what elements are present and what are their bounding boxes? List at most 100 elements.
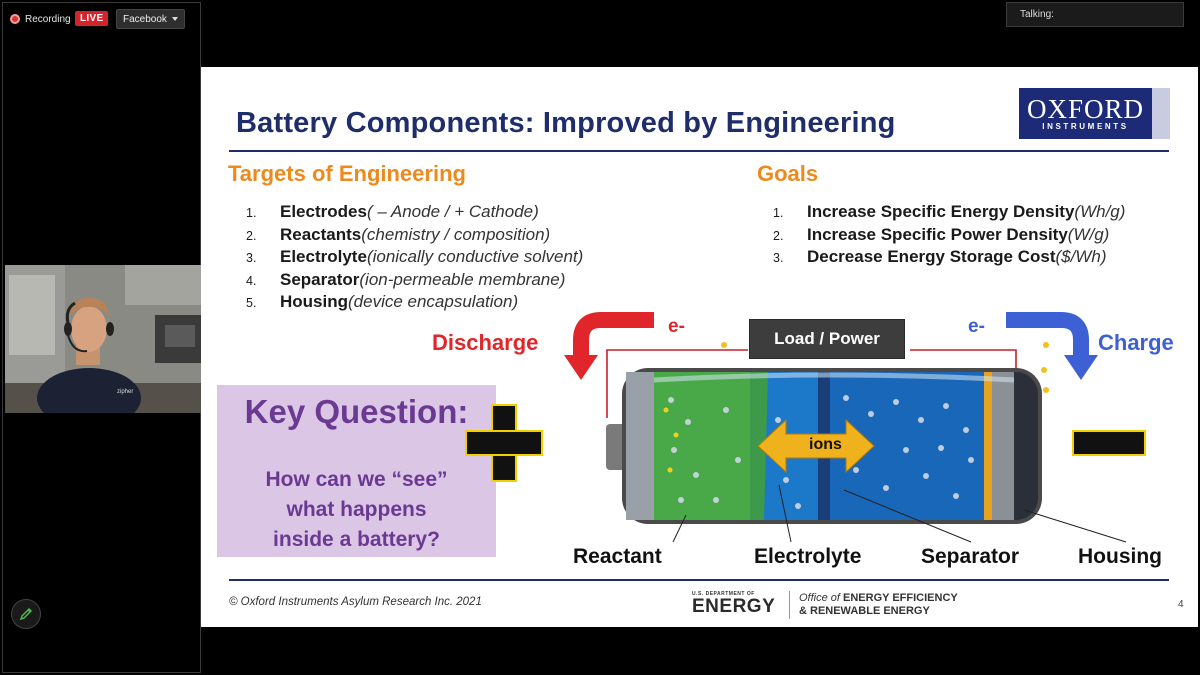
page-number: 4 (1178, 599, 1184, 610)
doe-logo-small-text: U.S. DEPARTMENT OF (692, 591, 755, 597)
oxford-instruments-logo: OXFORD INSTRUMENTS (1019, 88, 1170, 139)
item-number: 4. (246, 273, 257, 288)
item-italic-text: (device encapsulation) (348, 292, 519, 311)
doe-logo-big-text: ENERGY (692, 596, 776, 617)
leader-line (1023, 509, 1127, 543)
doe-logo: U.S. DEPARTMENT OF ENERGY (692, 591, 782, 619)
key-question-title: Key Question: (244, 393, 469, 430)
item-italic-text: (ion-permeable membrane) (359, 269, 566, 289)
minus-icon (1072, 430, 1146, 456)
recording-label: Recording (25, 13, 71, 25)
item-italic-text: (chemistry / composition) (361, 224, 551, 244)
annotate-pen-button[interactable] (11, 599, 41, 629)
eere-office: Office of (799, 592, 840, 604)
chevron-down-icon (171, 17, 178, 21)
item-italic-text: (W/g) (1067, 224, 1110, 244)
key-question-line: inside a battery? (273, 528, 440, 551)
item-bold-text: Electrodes (280, 202, 367, 221)
electron-dot (1041, 367, 1047, 373)
key-question-box: Key Question: How can we “see” what happ… (217, 385, 496, 557)
item-bold-text: Increase Specific Energy Density (807, 202, 1075, 221)
item-number: 2. (773, 228, 784, 243)
list-item: 5. Housing (device encapsulation) (246, 292, 583, 315)
item-number: 3. (246, 251, 257, 265)
charge-label: Charge (1098, 330, 1174, 355)
participant-sidebar: Recording LIVE Facebook zipher (2, 2, 202, 673)
item-italic-text: ($/Wh) (1055, 247, 1107, 266)
talking-indicator: Talking: (1006, 2, 1184, 27)
live-badge: LIVE (75, 11, 109, 26)
list-item: 3. Electrolyte (ionically conductive solv… (246, 247, 583, 270)
logo-stripe (1152, 88, 1170, 139)
reactant-label: Reactant (573, 545, 662, 568)
leader-line (778, 484, 792, 543)
item-italic-text: (Wh/g) (1074, 202, 1126, 221)
electron-label-left: e- (668, 316, 685, 337)
goals-list: 1. Increase Specific Energy Density (Wh/g… (773, 202, 1125, 270)
svg-text:zipher: zipher (117, 389, 133, 395)
charge-arrow-icon (1006, 312, 1089, 355)
logo-main-text: OXFORD (1026, 93, 1145, 124)
item-number: 5. (246, 296, 257, 310)
stream-target-label: Facebook (123, 13, 167, 25)
item-italic-text: ( – Anode / + Cathode) (366, 202, 539, 221)
item-bold-text: Electrolyte (280, 247, 367, 266)
item-number: 2. (246, 228, 257, 243)
item-number: 3. (773, 251, 784, 265)
charge-arrow-head (1064, 355, 1098, 380)
list-item: 3. Decrease Energy Storage Cost ($/Wh) (773, 247, 1125, 270)
key-question-line: How can we “see” (265, 468, 448, 491)
item-number: 1. (773, 206, 784, 220)
item-italic-text: (ionically conductive solvent) (366, 247, 584, 266)
item-number: 1. (246, 206, 257, 220)
discharge-wire (606, 349, 748, 418)
separator-label: Separator (921, 545, 1020, 568)
recording-dot-icon (10, 14, 20, 24)
list-item: 4. Separator (ion-permeable membrane) (246, 270, 583, 293)
list-item: 2. Reactants (chemistry / composition) (246, 225, 583, 248)
ions-double-arrow-icon (757, 418, 875, 474)
eere-line2: & RENEWABLE ENERGY (799, 605, 930, 617)
shared-slide: Battery Components: Improved by Engineer… (201, 67, 1198, 627)
electron-dot (721, 342, 727, 348)
participant-video[interactable]: zipher (5, 265, 202, 413)
electron-dot (1043, 387, 1049, 393)
list-item: 2. Increase Specific Power Density (W/g) (773, 225, 1125, 248)
item-bold-text: Reactants (280, 224, 362, 244)
targets-heading: Targets of Engineering (228, 161, 466, 186)
key-question-line: what happens (286, 498, 427, 521)
electron-dot (1043, 342, 1049, 348)
discharge-arrow-icon (573, 312, 654, 355)
targets-list: 1. Electrodes ( – Anode / + Cathode) 2. Re… (246, 202, 583, 315)
eere-line1: ENERGY EFFICIENCY (843, 592, 958, 604)
logo-box: OXFORD INSTRUMENTS (1019, 88, 1152, 139)
battery-diagram (465, 312, 1146, 543)
recording-indicator: Recording (10, 10, 71, 28)
ions-label: ions (809, 436, 842, 453)
copyright-text: © Oxford Instruments Asylum Research Inc… (229, 596, 482, 608)
stream-target-dropdown[interactable]: Facebook (116, 9, 185, 29)
leader-line (672, 514, 687, 543)
talking-label: Talking: (1020, 9, 1054, 20)
webcam-frame: zipher (5, 265, 202, 413)
goals-heading: Goals (757, 161, 819, 186)
list-item: 1. Increase Specific Energy Density (Wh/g… (773, 202, 1125, 225)
load-power-label: Load / Power (749, 319, 905, 359)
key-question-text: How can we “see” what happens inside a b… (217, 465, 496, 555)
leader-line (843, 489, 972, 543)
footer-divider (229, 579, 1169, 581)
pencil-icon (19, 608, 32, 621)
item-bold-text: Separator (280, 269, 360, 289)
logo-divider (789, 591, 790, 619)
discharge-arrow-head (564, 355, 598, 380)
item-bold-text: Housing (280, 292, 348, 311)
title-divider (229, 150, 1169, 152)
logo-sub-text: INSTRUMENTS (1042, 121, 1129, 131)
list-item: 1. Electrodes ( – Anode / + Cathode) (246, 202, 583, 225)
item-bold-text: Increase Specific Power Density (807, 224, 1068, 244)
housing-label: Housing (1078, 545, 1162, 568)
eere-text: Office of ENERGY EFFICIENCY & RENEWABLE … (799, 592, 958, 618)
electron-label-right: e- (968, 316, 985, 337)
item-bold-text: Decrease Energy Storage Cost (807, 247, 1056, 266)
slide-title: Battery Components: Improved by Engineer… (236, 107, 896, 139)
